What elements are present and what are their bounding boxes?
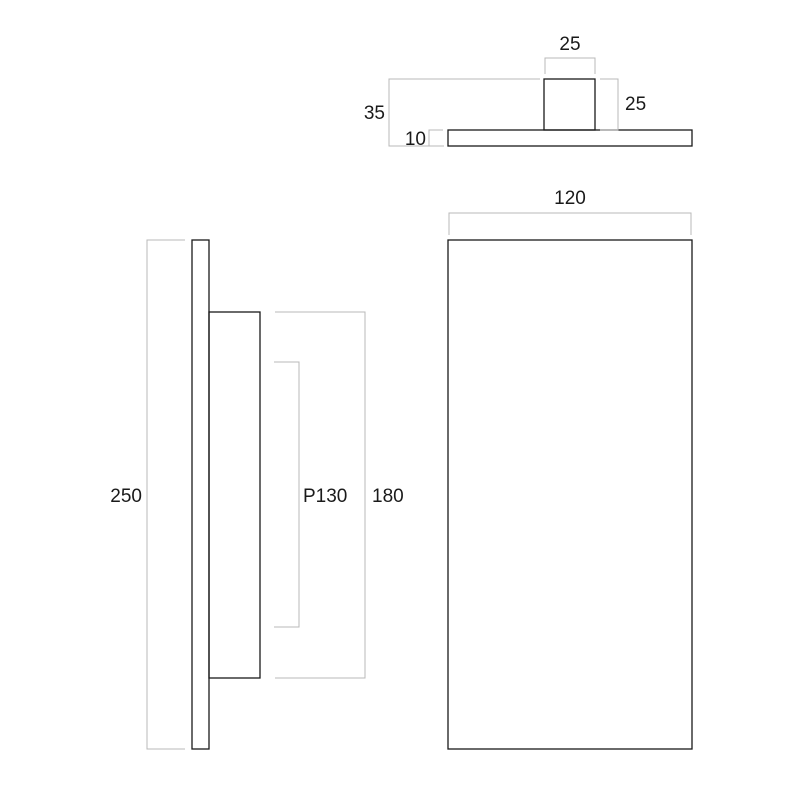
plate-height-dimension-line	[146, 239, 185, 750]
total-depth-label: 35	[364, 103, 385, 124]
plate-width-dimension-line	[448, 212, 692, 235]
stem-width-label: 25	[559, 34, 580, 55]
side-view-handle	[208, 311, 261, 679]
plate-width-label: 120	[554, 188, 586, 209]
side-view: 250 P130 180	[110, 239, 404, 750]
total-depth-dimension-line	[388, 78, 540, 147]
front-view: 120	[447, 188, 693, 750]
handle-length-dimension-line	[275, 311, 366, 679]
top-view: 25 25 35 10	[364, 34, 693, 150]
plate-thickness-dimension-line	[428, 129, 443, 147]
center-to-center-label: P130	[303, 486, 347, 507]
stem-height-dimension-line	[600, 78, 619, 131]
stem-height-label: 25	[625, 94, 646, 115]
center-to-center-dimension-line	[274, 361, 300, 628]
plate-thickness-label: 10	[405, 129, 426, 150]
plate-height-label: 250	[110, 486, 142, 507]
top-view-stem	[543, 78, 596, 131]
top-view-plate	[447, 129, 693, 147]
side-view-plate	[191, 239, 210, 750]
handle-length-label: 180	[372, 486, 404, 507]
stem-width-dimension-line	[544, 57, 596, 74]
front-view-plate	[447, 239, 693, 750]
